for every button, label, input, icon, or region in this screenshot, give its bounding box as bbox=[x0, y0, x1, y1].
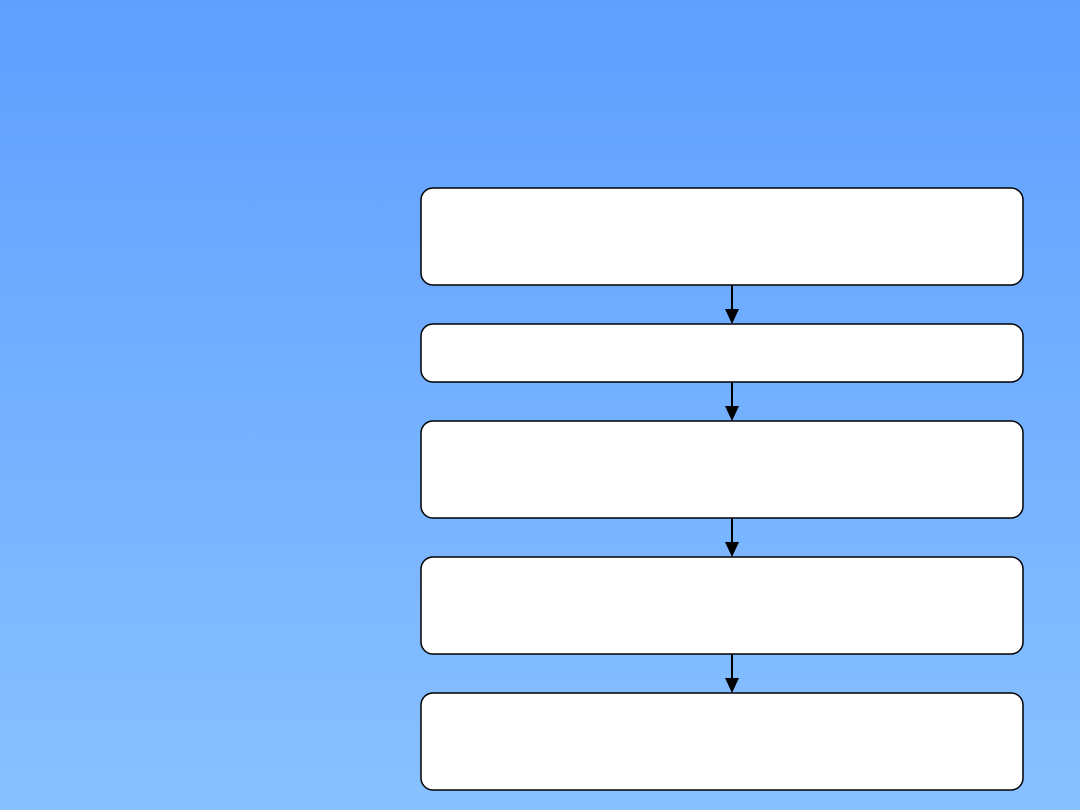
flow-step-box-4 bbox=[420, 556, 1024, 655]
flow-step-box-1 bbox=[420, 187, 1024, 286]
flow-arrow-2 bbox=[725, 382, 739, 421]
flow-step-box-2 bbox=[420, 323, 1024, 383]
flow-step-box-3 bbox=[420, 420, 1024, 519]
flow-arrow-1 bbox=[725, 285, 739, 324]
flow-arrow-3 bbox=[725, 518, 739, 557]
flow-step-box-5 bbox=[420, 692, 1024, 791]
flow-arrow-4 bbox=[725, 654, 739, 693]
